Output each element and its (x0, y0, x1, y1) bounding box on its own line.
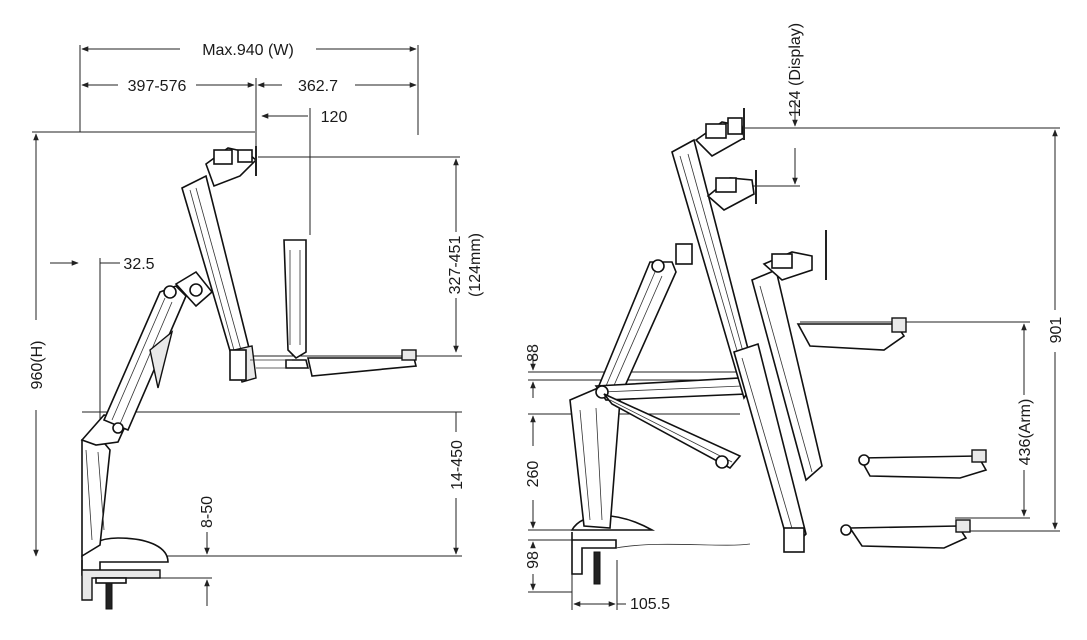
keyboard-travel-line2: (124mm) (467, 233, 484, 297)
left-mount-drawing (80, 146, 418, 610)
max-width-label: Max.940 (W) (202, 42, 294, 59)
tray-offset-label: 120 (321, 109, 348, 126)
arm-height-label: 14-450 (449, 440, 466, 490)
right-mount-drawing (229, 108, 988, 585)
total-height-label: 960(H) (29, 341, 46, 390)
dimension-overall-height: 901 (950, 129, 1065, 532)
arm-travel-label: 436(Arm) (1017, 399, 1034, 466)
pole-mid-label: 260 (525, 461, 542, 488)
dimension-display-adjust: 124 (Display) (738, 23, 1060, 187)
tray-depth-label: 362.7 (298, 78, 338, 95)
clamp-height-label: 98 (525, 551, 542, 569)
display-adjust-label: 124 (Display) (787, 23, 804, 117)
clamp-depth-label: 105.5 (630, 596, 670, 613)
pole-top-label: 88 (525, 344, 542, 362)
dimension-total-height: 960(H) (29, 131, 255, 557)
dimension-tray-offset: 120 (261, 108, 348, 235)
reach-range-label: 397-576 (128, 78, 187, 95)
right-side-view: 124 (Display) 901 436(Arm) 88 (229, 23, 1065, 613)
dimension-arm-travel: 436(Arm) (800, 321, 1034, 519)
dimension-keyboard-travel: 327-451 (124mm) (258, 156, 484, 353)
dimension-clamp-depth: 105.5 (571, 560, 670, 613)
pole-offset-label: 32.5 (123, 256, 154, 273)
dimension-pole-mid: 260 (525, 413, 740, 531)
overall-height-label: 901 (1048, 317, 1065, 344)
dimension-reach-range: 397-576 (81, 78, 257, 158)
desk-clamp-label: 8-50 (199, 496, 216, 528)
dimension-tray-depth: 362.7 (257, 78, 417, 95)
left-side-view: Max.940 (W) 397-576 362.7 120 32.5 (29, 42, 484, 610)
dimension-clamp-height: 98 (525, 539, 572, 593)
dimension-pole-offset: 32.5 (50, 256, 155, 440)
dimension-max-width: Max.940 (W) (79, 42, 419, 135)
keyboard-travel-line1: 327-451 (447, 236, 464, 295)
